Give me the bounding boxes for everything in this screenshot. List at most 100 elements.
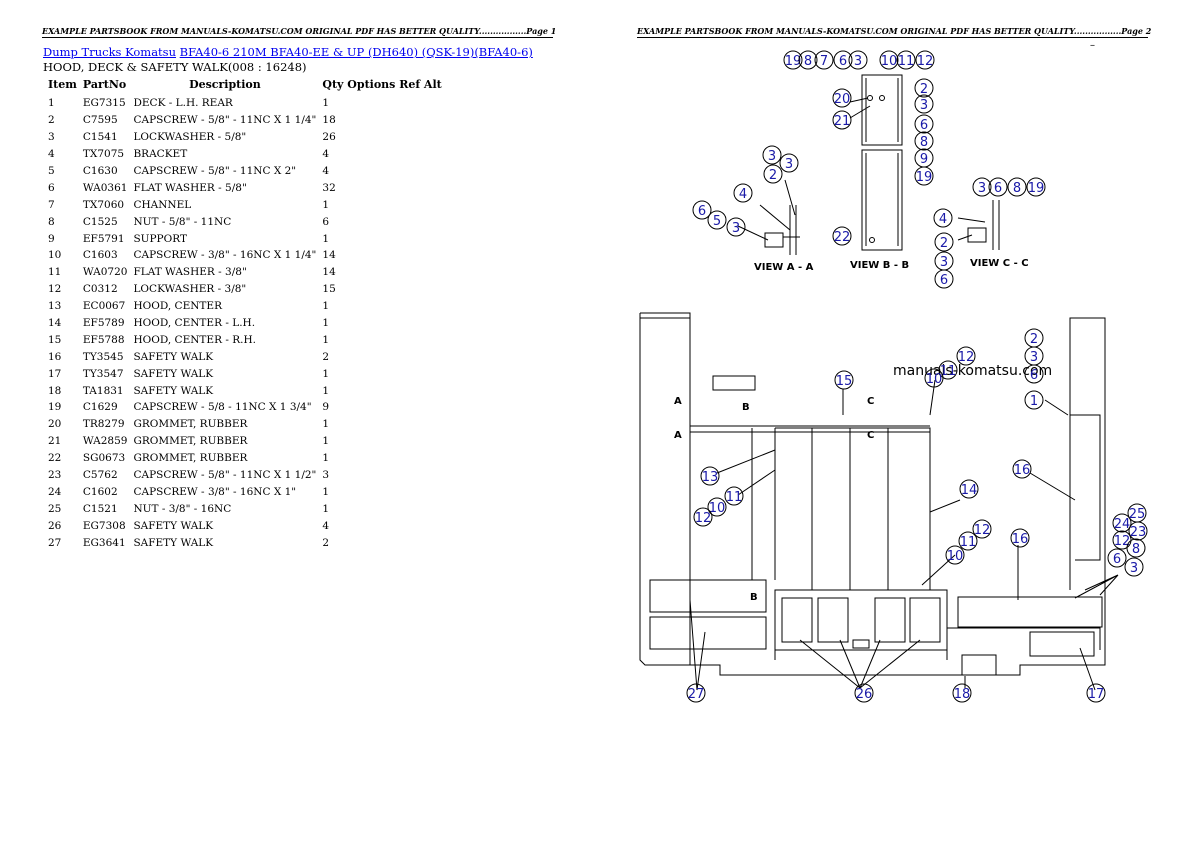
callout-circle — [693, 507, 713, 527]
part-number: EF5788 — [82, 333, 125, 346]
quantity: 1 — [322, 333, 330, 346]
page-2: EXAMPLE PARTSBOOK FROM MANUALS-KOMATSU.C… — [595, 0, 1190, 842]
callout-circle — [879, 50, 899, 70]
quantity: 9 — [322, 401, 330, 414]
item-number: 11 — [48, 266, 62, 279]
callout-circle — [956, 346, 976, 366]
callout-number: 3 — [854, 54, 862, 69]
page-1: EXAMPLE PARTSBOOK FROM MANUALS-KOMATSU.C… — [42, 26, 556, 549]
item-number: 4 — [48, 148, 55, 161]
callout-circle — [914, 94, 934, 114]
part-description: SAFETY WALK — [133, 367, 214, 380]
callout-number: 22 — [834, 230, 851, 245]
part-number: TR8279 — [82, 418, 125, 431]
section-mark-b-bottom: B — [750, 592, 758, 603]
part-number: C1525 — [82, 215, 118, 228]
part-number: C0312 — [82, 283, 118, 296]
item-number: 2 — [48, 114, 55, 127]
part-description: GROMMET, RUBBER — [133, 435, 248, 448]
quantity: 6 — [322, 215, 330, 228]
page-2-banner: EXAMPLE PARTSBOOK FROM MANUALS-KOMATSU.C… — [637, 26, 1152, 38]
safety-walk-27-lower — [649, 616, 767, 650]
callout-circle — [1086, 683, 1106, 703]
quantity: 1 — [322, 317, 330, 330]
callout-circle — [848, 50, 868, 70]
callout-circle — [915, 50, 935, 70]
part-description: CAPSCREW - 5/8 - 11NC X 1 3/4" — [133, 401, 312, 414]
part-number: C1630 — [82, 165, 118, 177]
callout-number: 12 — [958, 350, 975, 365]
callout-circle — [1107, 548, 1127, 568]
callout-circle — [783, 50, 803, 70]
callout-number: 1 — [1030, 394, 1038, 409]
callout-number: 6 — [698, 204, 706, 219]
part-number: C1521 — [82, 502, 118, 515]
part-description: LOCKWASHER - 3/8" — [133, 283, 247, 296]
dash-mark: – — [1090, 40, 1095, 51]
item-number: 5 — [48, 165, 55, 177]
callout-number: 5 — [713, 214, 721, 229]
quantity: 15 — [322, 283, 336, 296]
header-qty: Qty — [322, 78, 344, 91]
header-options: Options — [347, 78, 396, 91]
item-number: 22 — [48, 452, 62, 465]
section-title: HOOD, DECK & SAFETY WALK(008 : 16248) — [43, 60, 307, 74]
callout-number: 11 — [726, 490, 743, 505]
part-number: C1602 — [82, 485, 118, 498]
callout-number: 3 — [920, 98, 928, 113]
part-number: SG0673 — [82, 452, 126, 465]
callout-circle — [934, 269, 954, 289]
callout-number: 10 — [881, 54, 898, 69]
view-a-label: VIEW A - A — [754, 262, 814, 273]
callout-circle — [733, 183, 753, 203]
header-alt: Alt — [423, 78, 442, 91]
callout-circle — [1012, 459, 1032, 479]
callout-circle — [914, 166, 934, 186]
breadcrumb-link-dump-trucks[interactable]: Dump Trucks Komatsu — [43, 45, 176, 59]
callout-number: 16 — [1014, 463, 1031, 478]
breadcrumb-link-model[interactable]: BFA40-6 210M BFA40-EE & UP (DH640) (QSK-… — [179, 45, 533, 59]
callout-circle — [686, 683, 706, 703]
callout-number: 13 — [702, 470, 719, 485]
callout-circle — [914, 114, 934, 134]
callout-circle — [762, 145, 782, 165]
quantity: 4 — [322, 519, 330, 532]
safety-walk-17 — [1029, 631, 1095, 657]
part-description: LOCKWASHER - 5/8" — [133, 131, 247, 144]
callout-number: 15 — [836, 374, 853, 389]
quantity: 1 — [322, 384, 330, 397]
part-number: TY3545 — [82, 350, 124, 363]
callout-circle — [1024, 390, 1044, 410]
callout-number: 2 — [940, 236, 948, 251]
callout-number: 11 — [960, 535, 977, 550]
callout-circle — [854, 683, 874, 703]
part-number: EF5789 — [82, 317, 125, 330]
callout-circle — [988, 177, 1008, 197]
callout-circle — [1024, 364, 1044, 384]
callout-circle — [1007, 177, 1027, 197]
callout-number: 6 — [940, 273, 948, 288]
callout-number: 18 — [954, 687, 971, 702]
item-number: 9 — [48, 232, 55, 245]
callout-number: 10 — [709, 501, 726, 516]
callout-number: 3 — [785, 157, 793, 172]
part-description: SAFETY WALK — [133, 519, 214, 532]
quantity: 1 — [322, 367, 330, 380]
callout-circle — [896, 50, 916, 70]
callout-number: 7 — [820, 54, 828, 69]
callout-circle — [1010, 528, 1030, 548]
callout-circle — [724, 486, 744, 506]
callout-number: 6 — [1030, 368, 1038, 383]
quantity: 2 — [322, 350, 330, 363]
